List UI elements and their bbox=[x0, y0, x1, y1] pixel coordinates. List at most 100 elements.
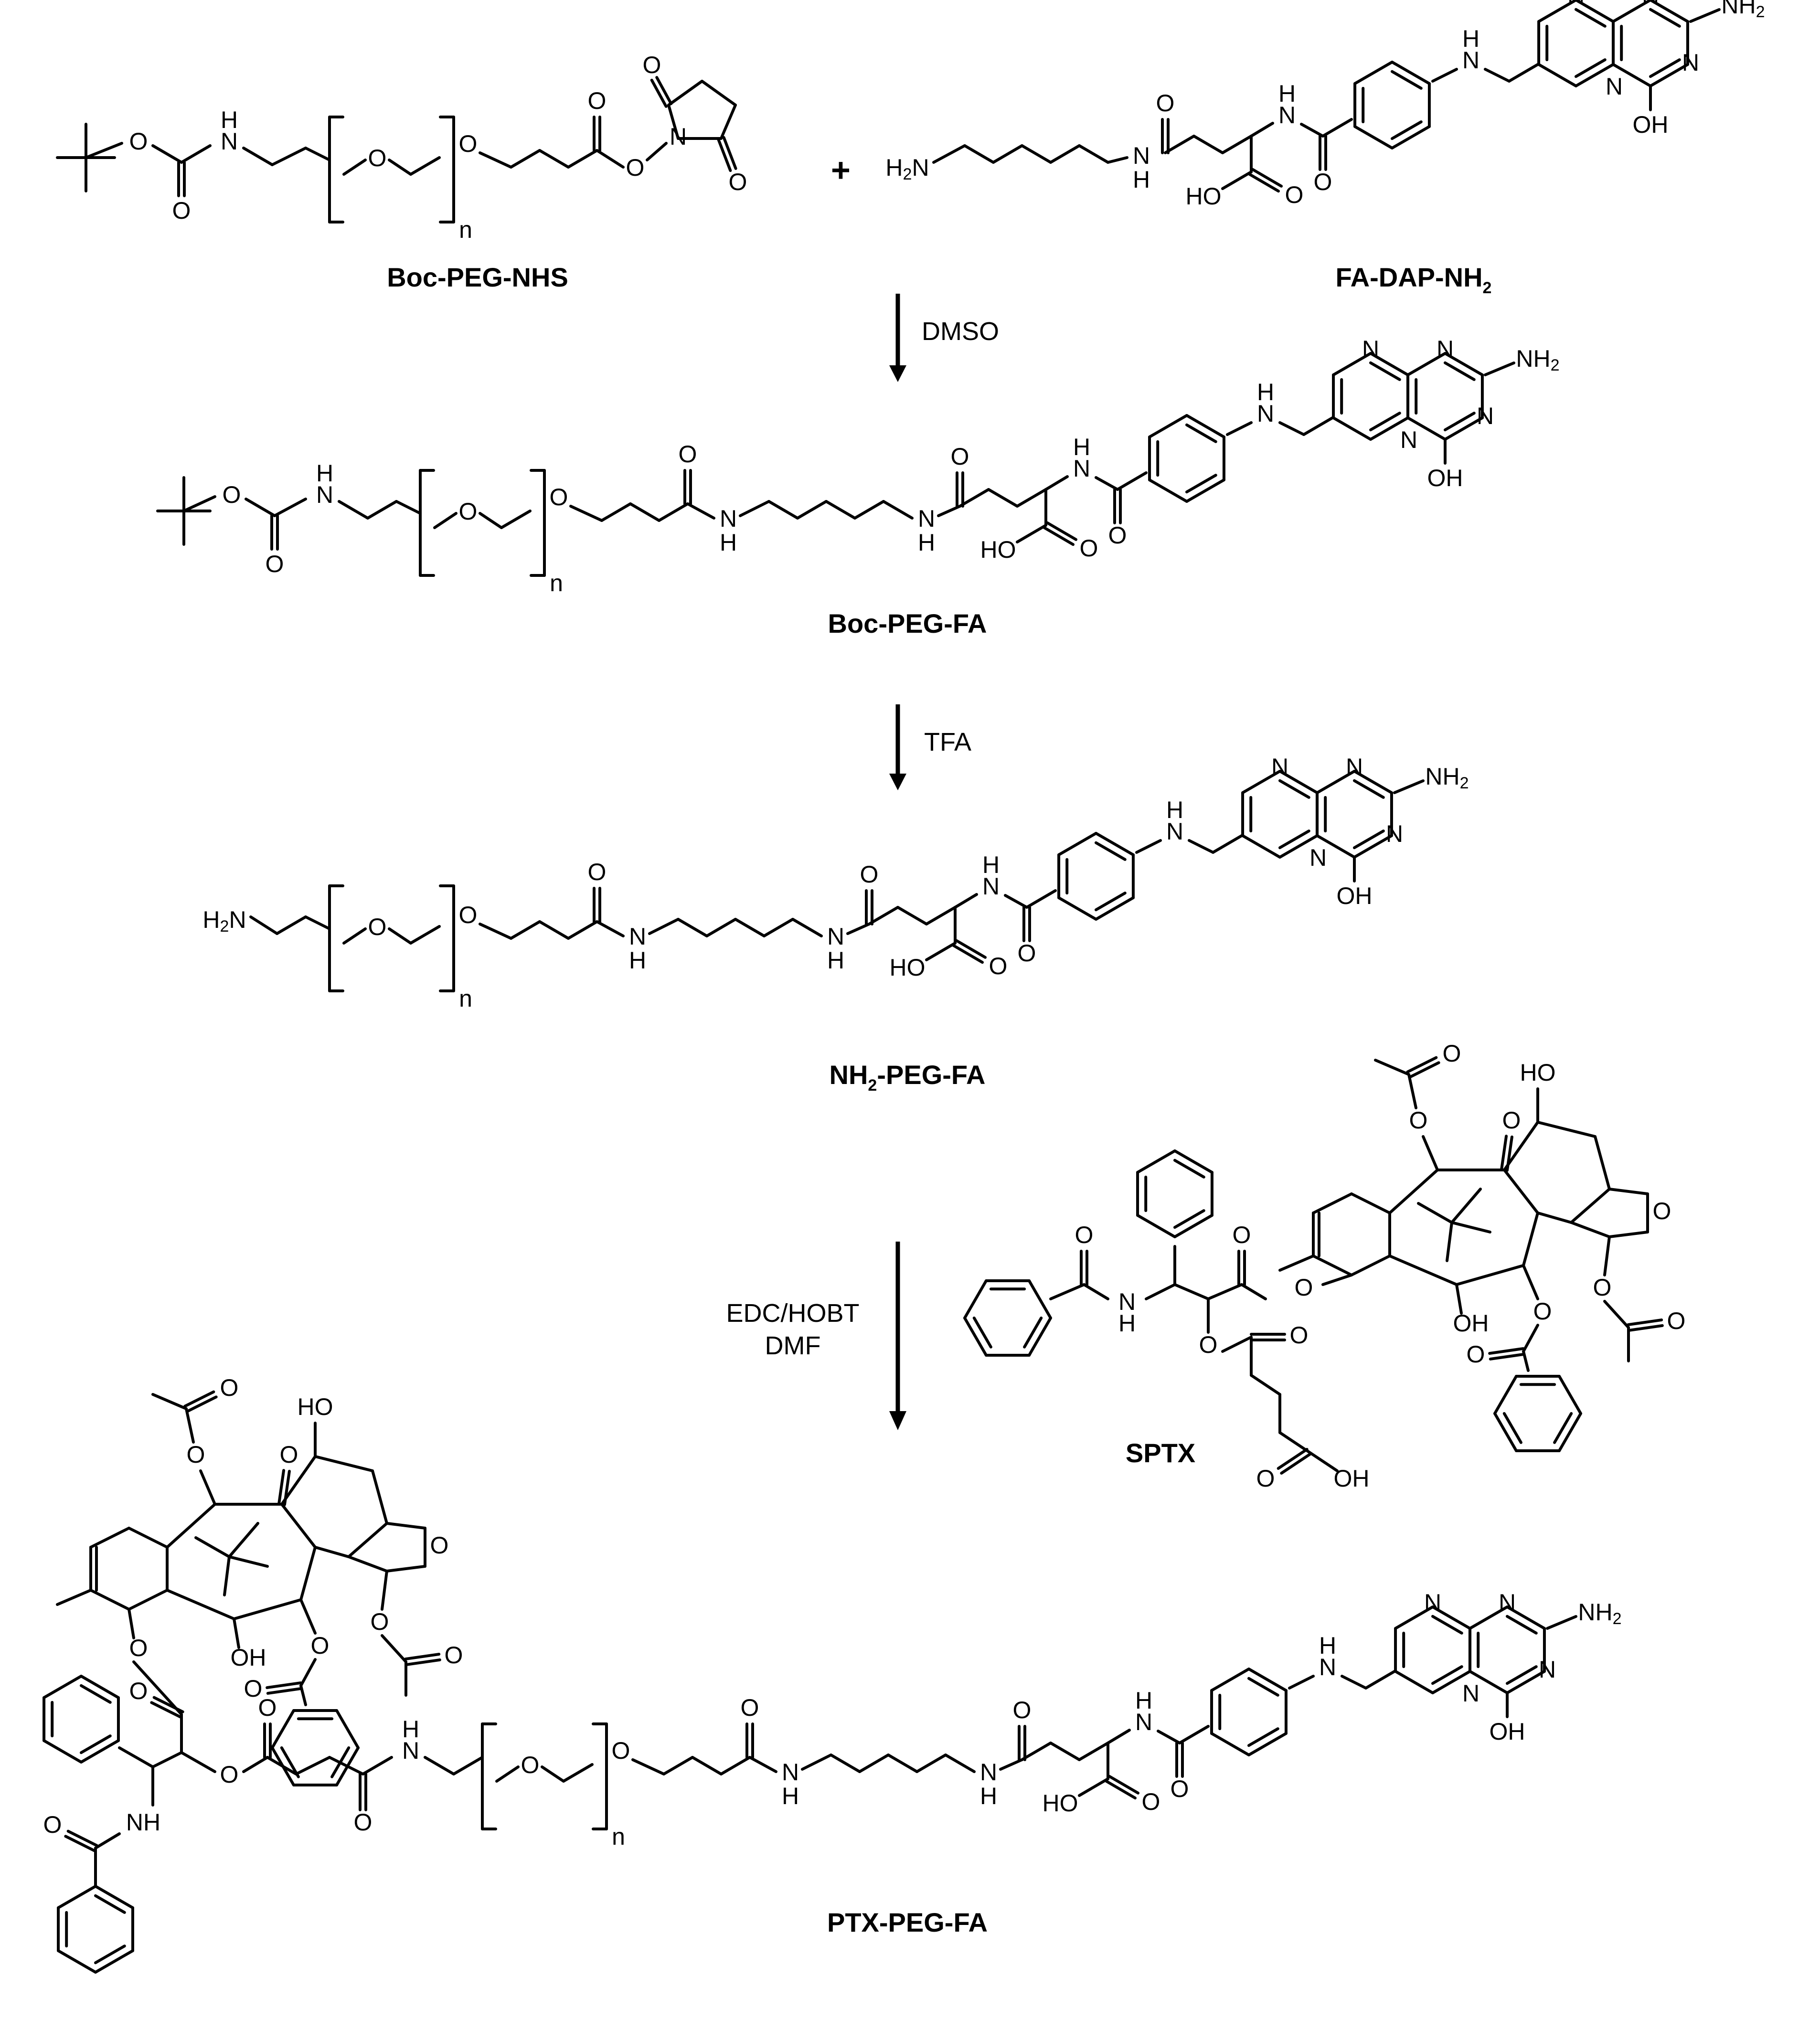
nh2-peg-fa bbox=[763, 918, 794, 937]
folate-c-pyrazine bbox=[1278, 779, 1310, 799]
nh2-peg-fa-hydrogen: H bbox=[827, 947, 844, 974]
folate-a-ring bbox=[1391, 120, 1423, 140]
folate-a-pyrimidine bbox=[1612, 0, 1652, 23]
condition-step1: DMSO bbox=[922, 317, 999, 346]
folate-d-pyrazine bbox=[1394, 1605, 1434, 1630]
ptx-peg-fa bbox=[999, 1758, 1023, 1771]
fa-dap-nh2-hydrogen: H bbox=[1133, 166, 1150, 193]
sptx bbox=[1049, 1283, 1086, 1300]
taxane-ptx bbox=[280, 1503, 317, 1549]
taxane-sptx bbox=[1603, 1300, 1630, 1329]
sptx bbox=[1321, 1274, 1353, 1286]
folate-a bbox=[1221, 135, 1253, 154]
boc-peg-nhs bbox=[717, 138, 732, 172]
folate-c-pyrimidine bbox=[1353, 834, 1393, 859]
ptx-peg-fa bbox=[295, 1756, 331, 1775]
ptx-peg-fa bbox=[328, 1756, 364, 1775]
taxane-sptx bbox=[1312, 1254, 1353, 1276]
taxane-ptx-oxygen: O bbox=[371, 1608, 389, 1635]
boc-peg-nhs-nitrogen: N bbox=[670, 123, 687, 150]
taxane-sptx bbox=[1608, 1231, 1649, 1238]
taxane-sptx bbox=[1627, 1318, 1663, 1327]
ptx-peg-fa bbox=[118, 1746, 154, 1768]
ptx-peg-fa-hydrogen: H bbox=[782, 1783, 799, 1809]
ptx-peg-fa bbox=[151, 1751, 183, 1768]
folate-a-pyrazine bbox=[1575, 63, 1615, 87]
folate-a-pyrimidine bbox=[1649, 8, 1681, 28]
folate-d bbox=[1108, 1775, 1140, 1795]
taxane-ptx bbox=[266, 1681, 302, 1690]
sptx bbox=[1278, 1431, 1310, 1453]
boc-peg-nhs bbox=[722, 136, 737, 170]
taxane-sptx-hydroxyl: HO bbox=[1520, 1059, 1556, 1086]
taxane-sptx-benzoyl-ring bbox=[1558, 1375, 1582, 1415]
boc-peg-nhs bbox=[242, 147, 274, 166]
sptx-phenyl-ring bbox=[1173, 1209, 1205, 1229]
ptx-peg-fa-oxygen: O bbox=[741, 1694, 759, 1721]
taxane-ptx bbox=[194, 1536, 231, 1558]
folate-d-pyrimidine bbox=[1469, 1670, 1509, 1694]
fa-dap-nh2 bbox=[1078, 144, 1109, 164]
nh2-peg-fa bbox=[648, 918, 680, 935]
folate-a-hydrogen: H bbox=[1278, 80, 1296, 107]
folate-c-hydroxyl: OH bbox=[1337, 882, 1373, 909]
folate-a-oxygen: O bbox=[1285, 181, 1304, 208]
peg-d bbox=[495, 1765, 520, 1783]
taxane-sptx-oxygen: O bbox=[1467, 1341, 1485, 1368]
taxane-sptx bbox=[1408, 1061, 1440, 1079]
folate-a-ring bbox=[1353, 61, 1394, 85]
boc-peg-nhs-oxygen: O bbox=[172, 197, 191, 224]
folate-b-pyrazine bbox=[1369, 352, 1409, 376]
ptx-peg-fa bbox=[66, 1829, 98, 1847]
sptx-oxygen: O bbox=[1256, 1465, 1275, 1492]
boc-peg-fa bbox=[366, 500, 398, 520]
folate-a bbox=[1508, 63, 1539, 83]
taxane-ptx bbox=[299, 1658, 317, 1687]
taxane-ptx bbox=[183, 1390, 215, 1408]
folate-c-ring bbox=[1057, 896, 1097, 921]
taxane-ptx-hydroxyl: HO bbox=[298, 1393, 333, 1420]
folate-a-nitrogen: N bbox=[1567, 0, 1585, 9]
boc-peg-nhs bbox=[271, 147, 307, 166]
taxane-ptx-oxygen: O bbox=[311, 1632, 330, 1659]
taxane-ptx bbox=[381, 1634, 407, 1663]
peg-c bbox=[409, 925, 441, 945]
ptx-peg-fa bbox=[801, 1754, 832, 1771]
taxane-ptx bbox=[280, 1455, 317, 1506]
folate-b-pyrazine bbox=[1332, 416, 1372, 441]
taxane-ptx bbox=[385, 1565, 426, 1573]
sptx-oxygen: O bbox=[1233, 1222, 1251, 1248]
folate-a bbox=[1221, 170, 1253, 190]
folate-c bbox=[1004, 894, 1028, 909]
boc-peg-fa-nitrogen: N bbox=[316, 481, 333, 508]
folate-c-pyrazine bbox=[1278, 834, 1319, 859]
compound-name-sptx: SPTX bbox=[1126, 1438, 1195, 1468]
sptx-benzoyl-ring bbox=[963, 1317, 988, 1357]
fa-dap-nh2 bbox=[1107, 156, 1128, 164]
boc-peg-fa bbox=[600, 502, 632, 522]
compound-name-fa-dap-nh2: FA-DAP-NH2 bbox=[1336, 262, 1492, 297]
folate-c-pyrazine bbox=[1241, 770, 1281, 794]
taxane-ptx-oxygen: O bbox=[445, 1642, 463, 1669]
nh2-peg-fa bbox=[596, 920, 625, 937]
taxane-ptx-oxygen: O bbox=[187, 1441, 205, 1468]
sptx-hydroxyl: OH bbox=[1334, 1465, 1370, 1492]
ptx-peg-fa bbox=[944, 1754, 976, 1773]
folate-b-hydroxyl: HO bbox=[980, 536, 1016, 563]
peg-b bbox=[500, 510, 532, 529]
condition-step3-line1: EDC/HOBT bbox=[726, 1299, 859, 1328]
taxane-ptx-oxygen: O bbox=[280, 1441, 298, 1468]
boc-peg-fa bbox=[686, 502, 715, 520]
taxane-sptx-oxygen: O bbox=[1409, 1107, 1428, 1134]
folate-a-pyrazine bbox=[1575, 8, 1607, 28]
boc-peg-fa bbox=[882, 500, 914, 520]
ptx-peg-fa bbox=[266, 1756, 298, 1775]
boc-peg-nhs-oxygen: O bbox=[643, 52, 661, 78]
taxane-ptx bbox=[166, 1589, 235, 1620]
folate-c-amine: NH2 bbox=[1425, 763, 1469, 792]
boc-peg-fa-oxygen: O bbox=[223, 481, 241, 508]
taxane-sptx bbox=[1489, 1352, 1525, 1360]
boc-peg-nhs bbox=[479, 151, 512, 169]
taxane-ptx bbox=[233, 1598, 302, 1620]
